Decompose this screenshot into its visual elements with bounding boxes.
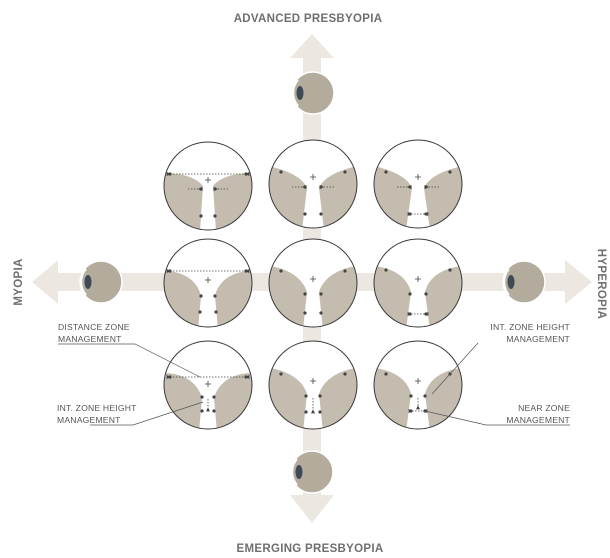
annotation-leaders [58,342,570,426]
annotation-text: MANAGEMENT [506,334,570,344]
lens-diagram-r2-c1 [163,238,253,328]
annotation-text: MANAGEMENT [506,415,570,425]
eye-bottom-icon [290,450,334,494]
lens-diagram-r3-c1 [163,340,253,430]
lens-diagram-r1-c3 [373,139,463,229]
lens-diagram-r2-c3 [373,238,463,328]
annotation-int-zone-right: INT. ZONE HEIGHT MANAGEMENT [490,322,570,344]
eye-right-icon [502,260,546,304]
annotation-text: INT. ZONE HEIGHT [57,403,137,413]
eye-top-icon [291,71,335,115]
lens-diagram-r1-c2 [268,139,358,229]
axis-label-top: ADVANCED PRESBYOPIA [234,13,383,25]
lens-diagram-r3-c3 [373,340,463,430]
annotation-text: INT. ZONE HEIGHT [490,322,570,332]
axis-label-right: HYPEROPIA [595,249,607,319]
axis-label-bottom: EMERGING PRESBYOPIA [237,543,384,555]
annotation-near-zone: NEAR ZONE MANAGEMENT [506,403,570,425]
axis-label-left: MYOPIA [13,258,25,305]
annotation-text: NEAR ZONE [518,403,570,413]
lens-diagram-r1-c1 [163,141,253,231]
annotation-text: MANAGEMENT [57,415,121,425]
annotation-text: MANAGEMENT [58,334,122,344]
eye-left-icon [79,260,123,304]
annotation-int-zone-left: INT. ZONE HEIGHT MANAGEMENT [57,403,137,425]
annotation-text: DISTANCE ZONE [58,322,130,332]
lens-diagram-r2-c2 [268,238,358,328]
lens-diagram-r3-c2 [268,340,358,430]
annotation-distance-zone: DISTANCE ZONE MANAGEMENT [58,322,130,344]
